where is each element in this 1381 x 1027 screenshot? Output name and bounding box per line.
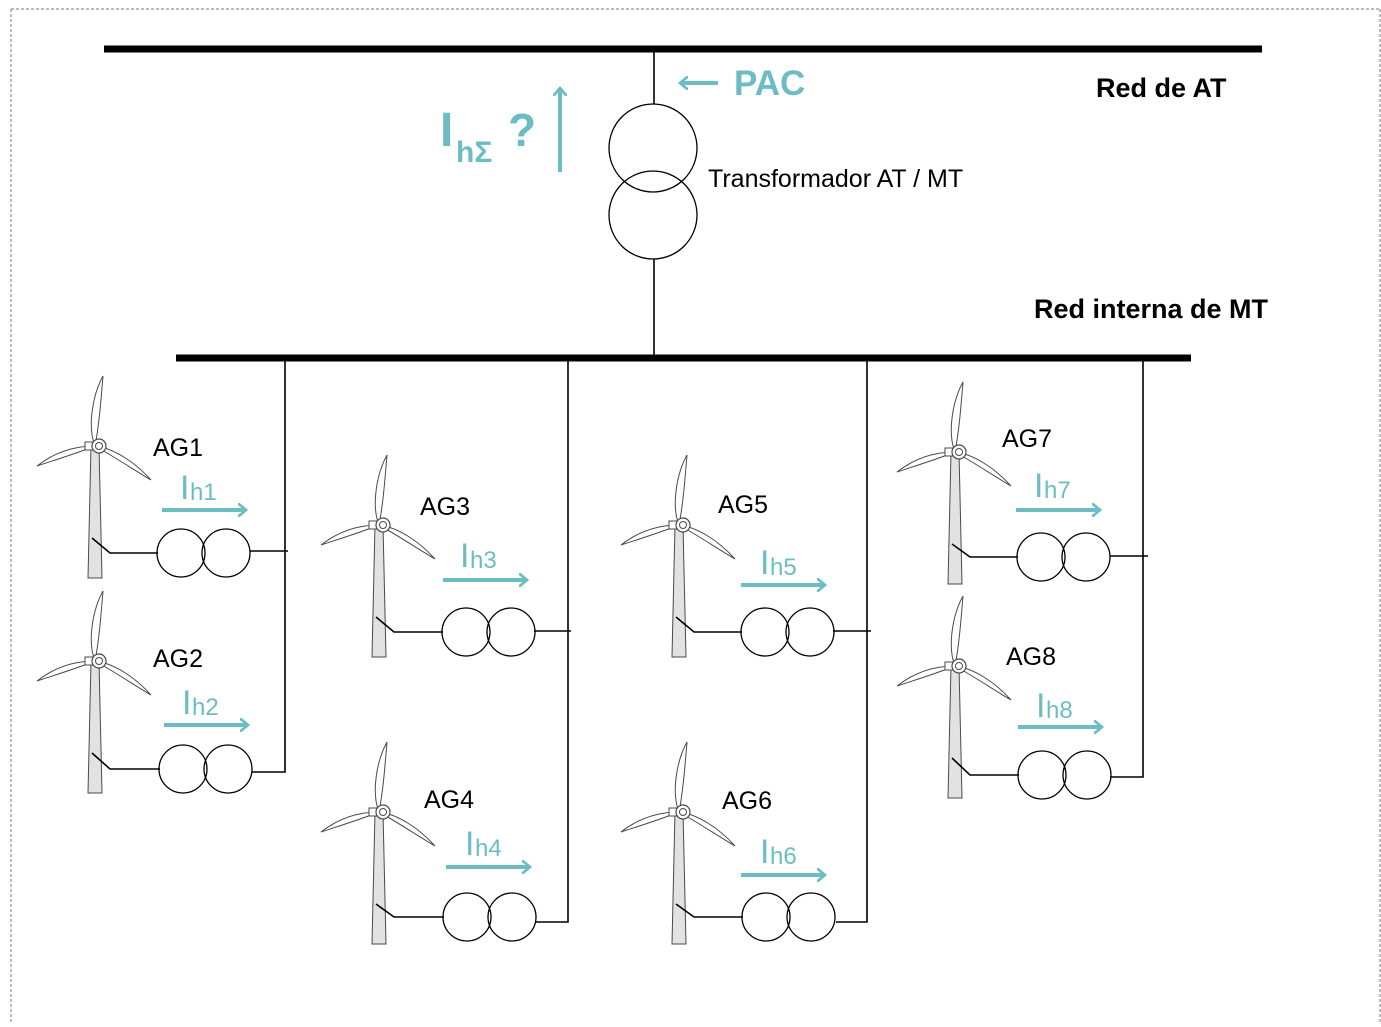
mv-grid-label: Red interna de MT [1034, 294, 1269, 324]
current-symbol: I [1034, 467, 1043, 505]
generator-label: AG5 [718, 491, 768, 519]
turbine-cable [675, 903, 743, 918]
unit-transformer-coil-primary [1017, 750, 1067, 800]
page-border [10, 8, 1381, 1022]
total-current: I hΣ ? [440, 88, 560, 172]
current-symbol: I [460, 537, 469, 575]
current-subscript: h1 [190, 479, 217, 506]
current-subscript: h8 [1046, 697, 1073, 724]
unit-transformer-coil-secondary [486, 607, 536, 657]
current-symbol: I [760, 833, 769, 871]
generator-label: AG4 [424, 786, 474, 814]
current-subscript: h6 [770, 843, 797, 870]
current-subscript: h4 [475, 835, 502, 862]
generator-label: AG3 [420, 493, 470, 521]
unit-transformer-coil-primary [441, 607, 491, 657]
unit-transformer-coil-secondary [1062, 750, 1112, 800]
total-current-subscript: hΣ [456, 136, 492, 169]
current-symbol: I [182, 684, 191, 722]
unit-transformer-coil-secondary [203, 744, 253, 794]
generator-label: AG7 [1002, 425, 1052, 453]
wind-turbine-icon [896, 595, 1012, 799]
generator-label: AG1 [153, 434, 203, 462]
unit-transformer-coil-secondary [1061, 532, 1111, 582]
unit-transformer-coil-secondary [487, 892, 537, 942]
feeder-4 [1110, 358, 1148, 778]
current-symbol: I [465, 825, 474, 863]
turbine-cable [951, 543, 1018, 558]
wind-turbine-icon [320, 741, 436, 945]
total-current-symbol: I [440, 104, 453, 157]
feeder-2 [534, 358, 571, 923]
wind-turbine-icon [36, 590, 152, 794]
current-symbol: I [180, 469, 189, 507]
unit-transformer-coil-secondary [785, 607, 835, 657]
feeder-1 [250, 358, 288, 773]
total-current-question: ? [508, 104, 536, 156]
unit-transformer-coil-secondary [201, 528, 251, 578]
generator-label: AG2 [153, 645, 203, 673]
turbine-cable [91, 752, 160, 770]
hv-grid-label: Red de AT [1096, 73, 1227, 103]
wind-turbine-icon [620, 454, 736, 658]
unit-transformer-coil-primary [442, 892, 492, 942]
wind-turbine-icon [36, 375, 152, 579]
turbine-cable [91, 537, 158, 554]
turbine-cable [375, 616, 443, 633]
turbine-cable [951, 757, 1019, 776]
current-symbol: I [1036, 687, 1045, 725]
unit-transformer-coil-secondary [786, 892, 836, 942]
turbine-cable [375, 903, 444, 918]
unit-transformer-coil-primary [741, 892, 791, 942]
main-transformer-label: Transformador AT / MT [708, 165, 963, 193]
feeder-3 [833, 358, 871, 923]
wind-turbine-icon [896, 381, 1012, 585]
unit-transformer-coil-primary [158, 744, 208, 794]
current-subscript: h5 [770, 554, 797, 581]
generator-label: AG6 [722, 787, 772, 815]
current-subscript: h2 [192, 694, 219, 721]
wind-turbine-icon [320, 454, 436, 658]
main-transformer [608, 52, 698, 356]
wind-turbine-icon [620, 741, 736, 945]
current-subscript: h3 [470, 547, 497, 574]
pcc-label: PAC [734, 64, 805, 103]
current-symbol: I [760, 544, 769, 582]
unit-transformer-coil-primary [1016, 532, 1066, 582]
unit-transformer-coil-primary [156, 528, 206, 578]
turbine-cable [675, 616, 742, 633]
current-subscript: h7 [1044, 477, 1071, 504]
unit-transformer-coil-primary [740, 607, 790, 657]
generator-label: AG8 [1006, 643, 1056, 671]
